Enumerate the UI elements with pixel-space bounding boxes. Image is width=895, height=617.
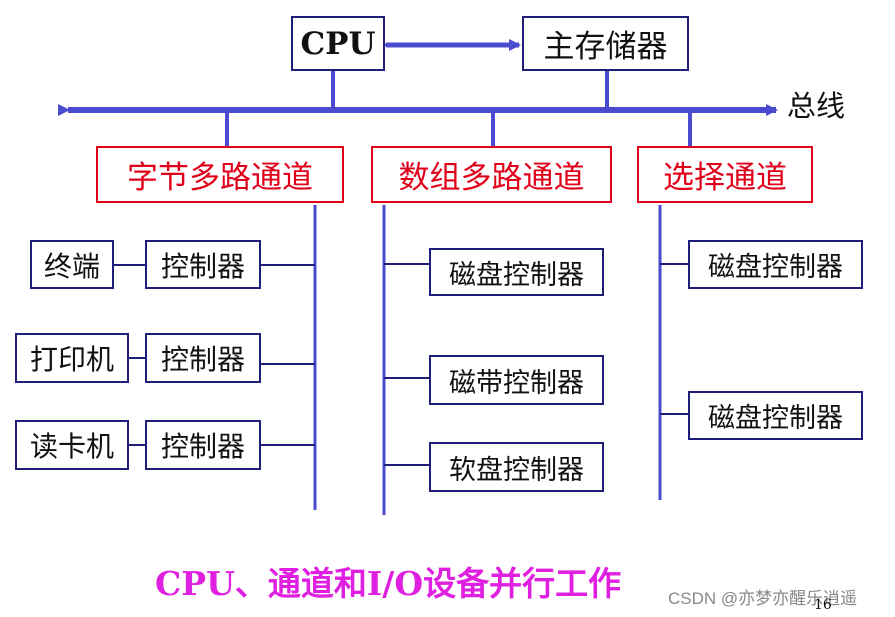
terminal-device: 终端 <box>30 240 114 289</box>
printer-device: 打印机 <box>15 333 129 383</box>
selector-disk-controller-2: 磁盘控制器 <box>688 391 863 440</box>
byte-multiplexer-channel: 字节多路通道 <box>96 146 344 203</box>
block-disk-controller: 磁盘控制器 <box>429 248 604 296</box>
block-multiplexer-channel: 数组多路通道 <box>371 146 612 203</box>
bus-label: 总线 <box>787 89 846 123</box>
block-tape-controller: 磁带控制器 <box>429 355 604 405</box>
diagram-caption: CPU、通道和I/O设备并行工作 <box>155 564 622 603</box>
selector-disk-controller-1: 磁盘控制器 <box>688 240 863 289</box>
printer-controller: 控制器 <box>145 333 261 383</box>
terminal-controller: 控制器 <box>145 240 261 289</box>
memory-box: 主存储器 <box>522 16 689 71</box>
page-number: 16 <box>814 597 832 613</box>
block-floppy-controller: 软盘控制器 <box>429 442 604 492</box>
cpu-box: CPU <box>291 16 385 71</box>
card-reader-controller: 控制器 <box>145 420 261 470</box>
watermark: CSDN @亦梦亦醒乐逍遥 <box>668 589 858 608</box>
card-reader-device: 读卡机 <box>15 420 129 470</box>
selector-channel: 选择通道 <box>637 146 813 203</box>
